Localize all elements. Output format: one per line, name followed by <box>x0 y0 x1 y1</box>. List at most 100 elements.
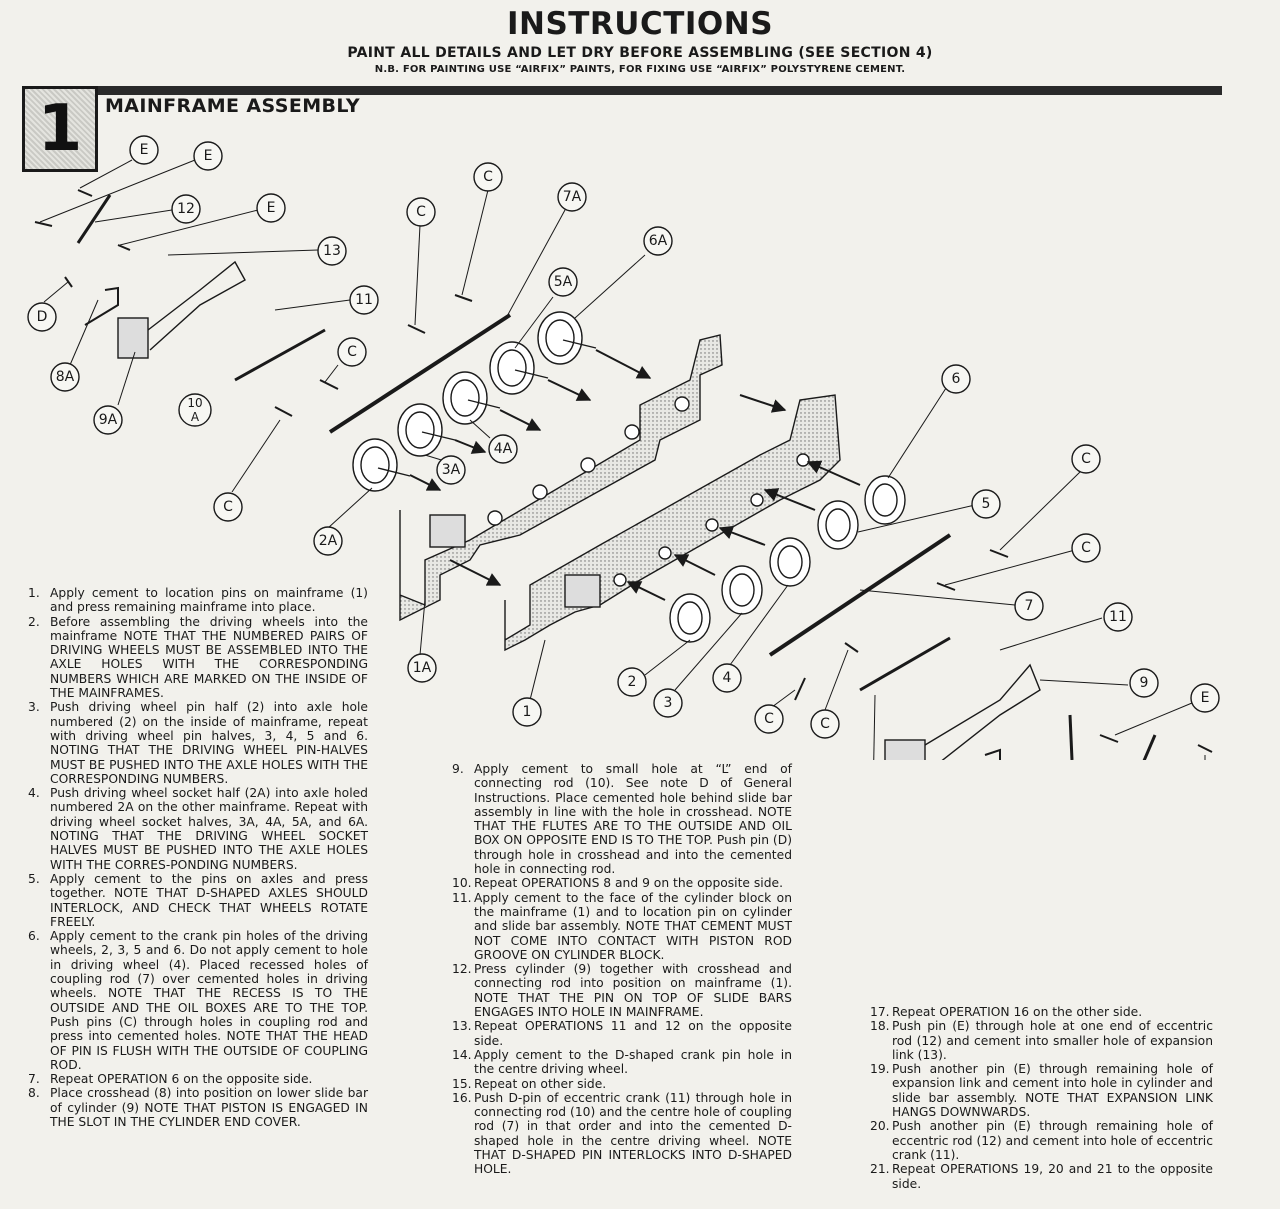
step-number: 8. <box>28 1086 40 1101</box>
instruction-step: 4. Push driving wheel socket half (2A) in… <box>28 786 368 872</box>
crosshead-8 <box>984 748 1001 760</box>
instruction-step: 6. Apply cement to the crank pin holes of… <box>28 929 368 1072</box>
label-11: 11 <box>1109 609 1127 625</box>
label-11: 11 <box>355 292 373 308</box>
label-13: 13 <box>323 243 341 259</box>
label-2: 2 <box>628 674 637 690</box>
label-5a: 5A <box>554 274 573 290</box>
instruction-step: 13.Repeat OPERATIONS 11 and 12 on the op… <box>452 1019 792 1048</box>
step-text: Apply cement to location pins on mainfra… <box>50 586 368 615</box>
step-text: Push another pin (E) through remaining h… <box>892 1119 1213 1162</box>
page-title: INSTRUCTIONS <box>506 6 774 42</box>
label-3: 3 <box>664 695 673 711</box>
instructions-column-left: 1. Apply cement to location pins on mainf… <box>28 586 368 1129</box>
step-number: 6. <box>28 929 40 944</box>
step-number: 4. <box>28 786 40 801</box>
step-text: Repeat OPERATIONS 19, 20 and 21 to the o… <box>892 1162 1213 1191</box>
label-e: E <box>204 148 213 164</box>
instruction-step: 2.Before assembling the driving wheels i… <box>28 615 368 701</box>
assembly-arrows <box>409 349 861 601</box>
instruction-step: 11.Apply cement to the face of the cylin… <box>452 891 792 962</box>
wheel-4 <box>769 537 811 587</box>
label-1a: 1A <box>413 660 432 676</box>
step-number: 20. <box>870 1119 890 1134</box>
instruction-step: 8.Place crosshead (8) into position on l… <box>28 1086 368 1129</box>
label-c: C <box>820 716 830 732</box>
wheel-4a <box>442 371 501 425</box>
step-number: 12. <box>452 962 472 977</box>
label-6: 6 <box>952 371 961 387</box>
instruction-step: 14.Apply cement to the D-shaped crank pi… <box>452 1048 792 1077</box>
instruction-step: 9. Apply cement to small hole at “L” end … <box>452 762 792 876</box>
step-text: Apply cement to the crank pin holes of t… <box>50 929 368 1072</box>
step-text: Repeat OPERATIONS 11 and 12 on the oppos… <box>474 1019 792 1048</box>
step-number: 21. <box>870 1162 890 1177</box>
expansion-link-13 <box>1068 714 1074 760</box>
eccentric-rod-12 <box>1142 734 1157 760</box>
step-number: 13. <box>452 1019 472 1034</box>
step-number: 14. <box>452 1047 472 1062</box>
step-number: 18. <box>870 1019 890 1034</box>
step-number: 7. <box>28 1072 40 1087</box>
instruction-step: 16.Push D-pin of eccentric crank (11) th… <box>452 1091 792 1177</box>
instruction-step: 7.Repeat OPERATION 6 on the opposite sid… <box>28 1072 368 1086</box>
step-text: Push driving wheel socket half (2A) into… <box>50 786 368 872</box>
coupling-rod-7 <box>768 533 952 657</box>
step-list: 9. Apply cement to small hole at “L” end … <box>452 762 792 1177</box>
label-10a-top: 10 <box>187 396 202 410</box>
wheel-5 <box>817 500 859 550</box>
instruction-step: 3.Push driving wheel pin half (2) into a… <box>28 700 368 786</box>
step-number: 11. <box>452 890 472 905</box>
step-text: Press cylinder (9) together with crosshe… <box>474 962 792 1020</box>
wheel-5a <box>489 341 549 395</box>
label-c: C <box>764 711 774 727</box>
coupling-rod-7a <box>328 313 512 434</box>
step-text: Before assembling the driving wheels int… <box>50 614 368 701</box>
label-c: C <box>347 344 357 360</box>
label-e: E <box>140 142 149 158</box>
connecting-rod-10a <box>234 328 326 382</box>
mainframe-1a <box>399 334 723 622</box>
step-text: Apply cement to the face of the cylinder… <box>474 890 792 962</box>
page-subtitle: PAINT ALL DETAILS AND LET DRY BEFORE ASS… <box>347 45 933 61</box>
step-number: 15. <box>452 1076 472 1091</box>
connecting-rod-10 <box>859 636 951 692</box>
step-number: 1. <box>28 586 40 600</box>
label-2a: 2A <box>319 533 338 549</box>
step-number: 5. <box>28 871 40 886</box>
wheel-6a <box>537 311 597 365</box>
section-header-bar <box>22 86 1222 95</box>
step-list: 17.Repeat OPERATION 16 on the other side… <box>870 1005 1213 1191</box>
label-d: D <box>37 309 48 325</box>
axle-holes <box>487 396 810 587</box>
step-number: 9. <box>452 762 464 776</box>
label-7: 7 <box>1025 598 1034 614</box>
label-1: 1 <box>523 704 532 720</box>
instruction-step: 20.Push another pin (E) through remainin… <box>870 1119 1213 1162</box>
instruction-step: 5.Apply cement to the pins on axles and … <box>28 872 368 929</box>
instruction-step: 15.Repeat on other side. <box>452 1077 792 1091</box>
instructions-column-middle: 9. Apply cement to small hole at “L” end … <box>452 762 792 1177</box>
step-text: Push another pin (E) through remaining h… <box>892 1062 1213 1120</box>
wheel-6 <box>864 475 906 525</box>
cylinder-9a <box>117 260 246 359</box>
instruction-step: 1. Apply cement to location pins on mainf… <box>28 586 368 615</box>
section-number: 1 <box>37 92 83 166</box>
cylinder-block-rear <box>429 514 466 548</box>
label-9a: 9A <box>99 412 118 428</box>
cylinder-9 <box>884 663 1041 760</box>
label-3a: 3A <box>442 462 461 478</box>
step-text: Apply cement to small hole at “L” end of… <box>474 762 792 877</box>
label-e: E <box>1201 690 1210 706</box>
label-4: 4 <box>723 670 732 686</box>
wheel-2 <box>669 593 711 643</box>
eccentric-rod-12a <box>76 194 112 244</box>
crosshead-8a <box>84 286 119 326</box>
instruction-step: 18.Push pin (E) through hole at one end … <box>870 1019 1213 1062</box>
instruction-step: 10.Repeat OPERATIONS 8 and 9 on the oppo… <box>452 876 792 890</box>
step-number: 10. <box>452 876 472 891</box>
section-title: MAINFRAME ASSEMBLY <box>105 95 361 117</box>
step-text: Apply cement to the D-shaped crank pin h… <box>474 1047 792 1077</box>
step-text: Push D-pin of eccentric crank (11) throu… <box>474 1090 792 1177</box>
